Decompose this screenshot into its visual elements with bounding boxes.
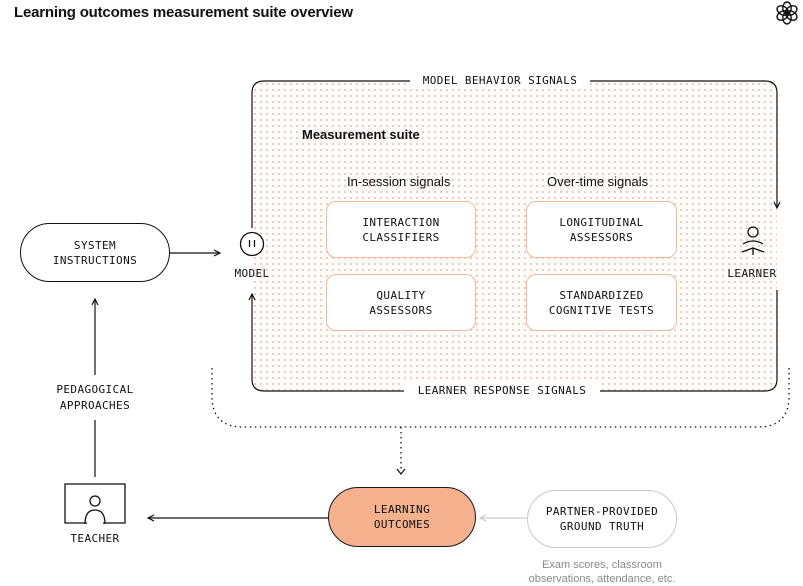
signals-collection-bracket (211, 368, 790, 428)
partner-ground-truth-node: PARTNER-PROVIDED GROUND TRUTH (527, 490, 677, 548)
model-icon (239, 231, 265, 257)
openai-logo-icon (776, 1, 798, 25)
signals-to-outcomes-arrowhead (396, 468, 406, 475)
quality-assessors-card: QUALITY ASSESSORS (326, 274, 476, 331)
partner-ground-truth-note: Exam scores, classroom observations, att… (528, 559, 676, 585)
model-label: MODEL (234, 267, 270, 280)
page-title: Learning outcomes measurement suite over… (14, 4, 353, 21)
measurement-suite-title: Measurement suite (302, 127, 420, 142)
learning-outcomes-node: LEARNING OUTCOMES (328, 487, 476, 547)
teacher-label: TEACHER (70, 532, 120, 545)
system-instructions-node: SYSTEM INSTRUCTIONS (20, 223, 170, 282)
longitudinal-assessors-card: LONGITUDINAL ASSESSORS (526, 201, 677, 258)
teacher-icon (64, 483, 126, 525)
learner-response-signals-label: LEARNER RESPONSE SIGNALS (404, 383, 600, 399)
model-behavior-signals-label: MODEL BEHAVIOR SIGNALS (410, 73, 590, 89)
over-time-signals-heading: Over-time signals (547, 174, 649, 189)
interaction-classifiers-card: INTERACTION CLASSIFIERS (326, 201, 476, 258)
standardized-cognitive-tests-card: STANDARDIZED COGNITIVE TESTS (526, 274, 677, 331)
learner-label: LEARNER (727, 267, 777, 280)
learner-icon (741, 226, 765, 255)
pedagogical-approaches-label: PEDAGOGICAL APPROACHES (40, 382, 150, 414)
in-session-signals-heading: In-session signals (347, 174, 451, 189)
